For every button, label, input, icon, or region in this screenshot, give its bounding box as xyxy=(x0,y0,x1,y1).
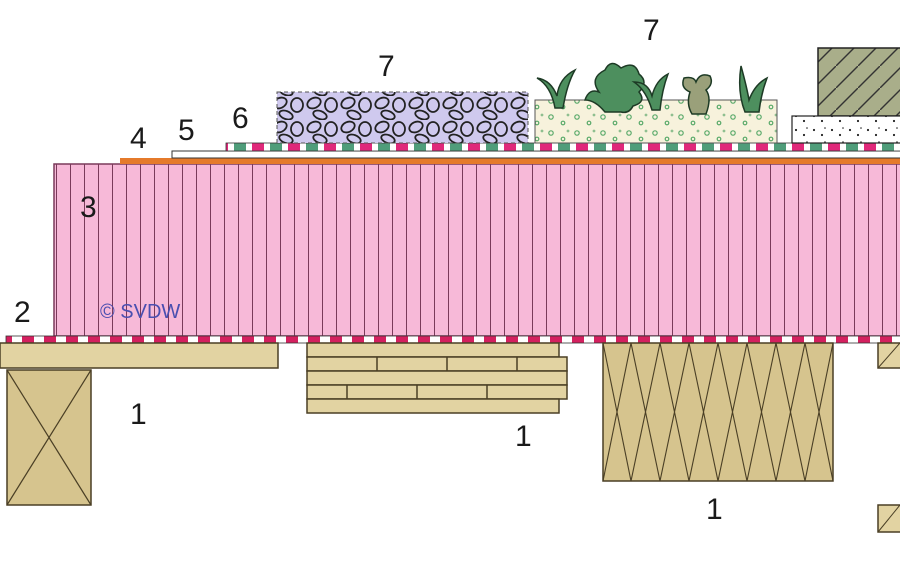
parapet-wall xyxy=(791,47,900,144)
plant-icon xyxy=(536,62,769,115)
top-membrane-layers xyxy=(120,142,900,164)
support-left xyxy=(6,369,92,506)
label-5: 5 xyxy=(178,114,195,147)
label-1-right: 1 xyxy=(706,493,723,526)
label-4: 4 xyxy=(130,122,147,155)
edge-block-lower xyxy=(877,504,900,533)
label-3: 3 xyxy=(80,191,97,224)
insulation-board xyxy=(53,163,900,337)
edge-block-upper xyxy=(877,342,900,369)
label-7-gravel: 7 xyxy=(378,50,395,83)
bottom-membrane xyxy=(5,335,900,344)
label-2: 2 xyxy=(14,296,31,329)
green-roof xyxy=(534,62,778,144)
label-6: 6 xyxy=(232,102,249,135)
label-1-middle: 1 xyxy=(515,420,532,453)
support-right xyxy=(602,342,834,482)
watermark-text: © SVDW xyxy=(100,301,180,323)
label-7-green: 7 xyxy=(643,14,660,47)
gravel-ballast xyxy=(276,91,529,144)
timber-deck-plank xyxy=(0,342,279,369)
support-middle xyxy=(306,342,568,414)
label-1-left: 1 xyxy=(130,398,147,431)
